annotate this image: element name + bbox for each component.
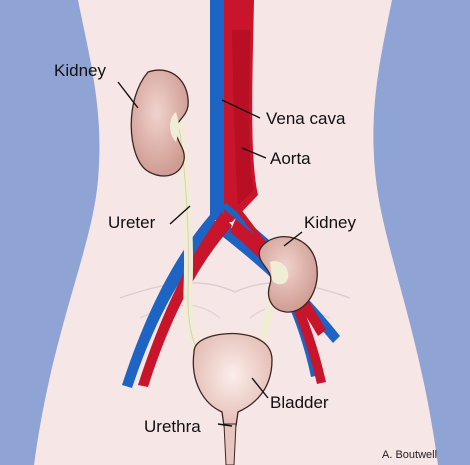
leader-urethra — [217, 423, 233, 427]
left-kidney-pelvis — [170, 112, 180, 142]
label-bladder: Bladder — [270, 393, 329, 412]
label-vena-cava: Vena cava — [266, 109, 346, 128]
leader-bladder — [251, 377, 269, 399]
label-urethra: Urethra — [144, 417, 201, 436]
label-aorta: Aorta — [270, 149, 311, 168]
leader-aorta — [241, 147, 267, 159]
leader-kidney-right — [283, 231, 303, 247]
credit-text: A. Boutwell — [382, 449, 437, 461]
label-ureter: Ureter — [108, 213, 156, 232]
left-iliac-vein — [122, 215, 222, 388]
aorta-inner — [232, 30, 254, 205]
leader-kidney-left — [117, 81, 139, 109]
vena-cava — [210, 0, 224, 220]
left-iliac-artery — [138, 212, 232, 387]
left-kidney — [130, 69, 189, 177]
leader-ureter — [169, 205, 191, 225]
right-kidney — [258, 236, 318, 313]
urethra — [223, 423, 237, 465]
label-kidney-left: Kidney — [54, 61, 106, 80]
leader-vena-cava — [221, 99, 261, 119]
bladder — [192, 332, 273, 427]
right-kidney-pelvis — [270, 260, 289, 285]
label-kidney-right: Kidney — [304, 213, 356, 232]
right-iliac-artery-branch — [292, 300, 326, 384]
